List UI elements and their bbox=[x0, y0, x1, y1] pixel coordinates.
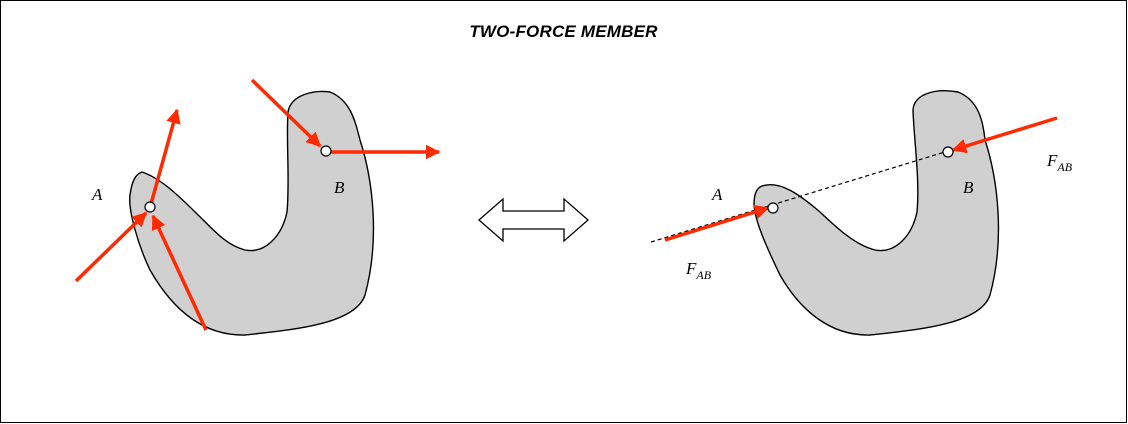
right-pin-a bbox=[767, 202, 779, 214]
left-force-a-lower bbox=[151, 214, 208, 331]
force-label-sub: AB bbox=[1056, 160, 1072, 174]
left-force-b-in bbox=[250, 78, 322, 148]
right-panel: A B FAB FAB bbox=[650, 90, 1073, 336]
diagram-title: TWO-FORCE MEMBER bbox=[469, 22, 658, 41]
right-force-label-upper: FAB bbox=[1046, 151, 1073, 174]
force-label-main: F bbox=[685, 259, 697, 278]
right-pin-b bbox=[942, 146, 954, 158]
left-rigid-body bbox=[129, 90, 375, 336]
right-label-b: B bbox=[963, 178, 974, 197]
equivalence-double-arrow bbox=[478, 197, 589, 243]
left-label-a: A bbox=[91, 185, 103, 204]
left-pin-b bbox=[320, 145, 332, 157]
left-pin-a bbox=[144, 201, 156, 213]
left-panel: A B bbox=[74, 78, 441, 336]
force-label-sub: AB bbox=[695, 268, 711, 282]
right-label-a: A bbox=[711, 185, 723, 204]
left-force-a-lower-left bbox=[74, 211, 148, 283]
left-label-b: B bbox=[334, 178, 345, 197]
right-force-label-lower: FAB bbox=[685, 259, 712, 282]
right-force-at-b bbox=[951, 116, 1058, 154]
right-force-at-a bbox=[664, 204, 770, 242]
left-force-a-up bbox=[149, 108, 181, 205]
line-of-action bbox=[650, 116, 1060, 243]
force-label-main: F bbox=[1046, 151, 1058, 170]
right-rigid-body bbox=[753, 90, 1000, 336]
